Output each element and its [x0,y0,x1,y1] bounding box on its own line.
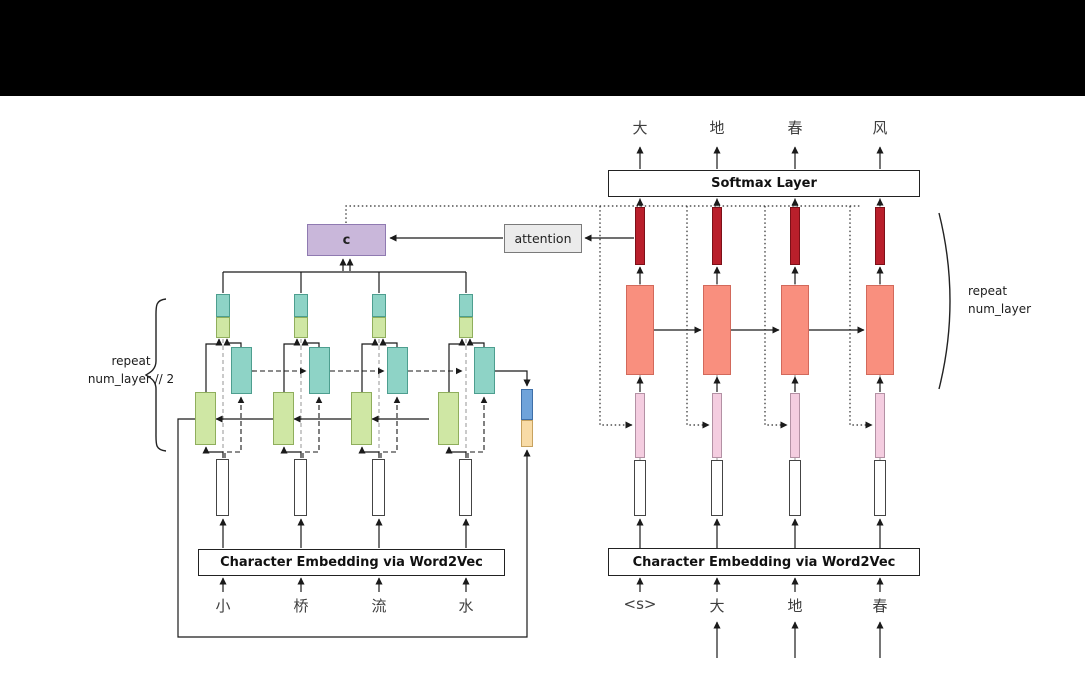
encoder-input-char: 桥 [293,597,309,615]
encoder-embedding-vector [459,459,472,516]
decoder-output-char: 大 [632,119,648,137]
encoder-repeat-line1: repeat [111,354,151,368]
decoder-input-vector [875,393,885,458]
decoder-embedding-vector [711,460,723,516]
decoder-embedding-vector [789,460,801,516]
decoder-output-state [875,207,885,265]
decoder-output-char: 春 [787,119,803,137]
context-vector-label: c [342,232,351,248]
encoder-backward-cell [309,347,330,394]
encoder-concat-state-forward [216,317,230,338]
decoder-lstm-cell [703,285,731,375]
context-vector-box: c [307,224,386,256]
decoder-repeat-line2: num_layer [968,302,1032,316]
encoder-backward-cell [231,347,252,394]
decoder-connections [636,146,884,658]
decoder-lstm-cell [781,285,809,375]
encoder-forward-cell [273,392,294,445]
decoder-input-char: 大 [709,597,725,615]
decoder-input-char: <s> [623,595,657,613]
encoder-backward-cell [474,347,495,394]
decoder-lstm-cell [866,285,894,375]
decoder-output-state [790,207,800,265]
encoder-repeat-line2: num_layer // 2 [87,372,175,386]
left-curly-brace [144,298,167,452]
decoder-output-state [635,207,645,265]
decoder-output-char: 风 [872,119,888,137]
encoder-embedding-label: Character Embedding via Word2Vec [220,555,483,570]
decoder-lstm-cell [626,285,654,375]
decoder-embedding-box: Character Embedding via Word2Vec [608,548,920,576]
encoder-embedding-vector [372,459,385,516]
encoder-concat-state-backward [294,294,308,317]
decoder-input-vector [790,393,800,458]
decoder-repeat-note: repeat num_layer [968,282,1058,318]
softmax-layer-box: Softmax Layer [608,170,920,197]
encoder-concat-state-forward [372,317,386,338]
encoder-embedding-vector [294,459,307,516]
encoder-final-state-backward [521,420,533,447]
encoder-concat-state-backward [459,294,473,317]
repeat-braces [144,212,951,452]
encoder-forward-cell [195,392,216,445]
decoder-embedding-vector [634,460,646,516]
encoder-forward-cell [351,392,372,445]
decoder-input-vector [712,393,722,458]
decoder-input-char: 地 [787,597,803,615]
encoder-embedding-box: Character Embedding via Word2Vec [198,549,505,576]
attention-box: attention [504,224,582,253]
encoder-embedding-vector [216,459,229,516]
softmax-layer-label: Softmax Layer [711,176,817,191]
encoder-input-char: 流 [371,597,387,615]
top-black-band [0,0,1085,96]
decoder-output-char: 地 [709,119,725,137]
encoder-final-state-forward [521,389,533,420]
encoder-connections [177,258,531,638]
decoder-embedding-vector [874,460,886,516]
encoder-input-char: 小 [215,597,231,615]
decoder-embedding-label: Character Embedding via Word2Vec [632,554,896,570]
encoder-repeat-note: repeat num_layer // 2 [85,352,177,388]
encoder-input-char: 水 [458,597,474,615]
decoder-repeat-line1: repeat [968,284,1008,298]
decoder-input-vector [635,393,645,458]
attention-label: attention [514,231,572,246]
encoder-concat-state-backward [372,294,386,317]
right-paren-brace [938,212,951,390]
context-connections [345,205,873,429]
decoder-output-state [712,207,722,265]
encoder-concat-state-forward [459,317,473,338]
encoder-concat-state-backward [216,294,230,317]
encoder-backward-cell [387,347,408,394]
encoder-concat-state-forward [294,317,308,338]
decoder-input-char: 春 [872,597,888,615]
encoder-forward-cell [438,392,459,445]
